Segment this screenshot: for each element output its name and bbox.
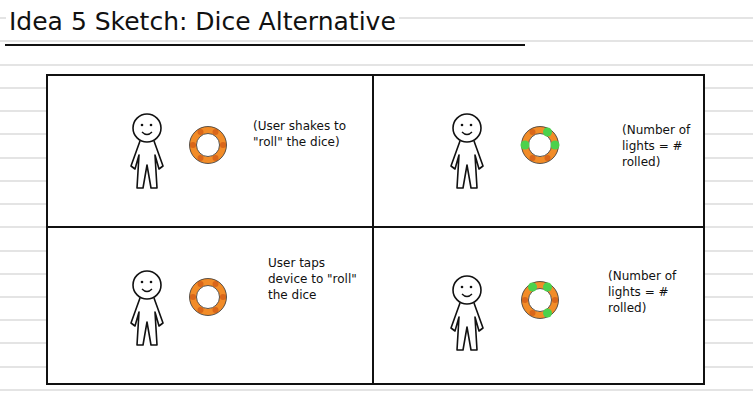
- lit-lights: [528, 283, 552, 318]
- storyboard-panel: (Number of lights = # rolled): [373, 227, 704, 384]
- sketch-title: Idea 5 Sketch: Dice Alternative: [6, 6, 399, 38]
- panel-note: User taps device to "roll" the dice: [268, 255, 360, 304]
- stick-figure: [131, 114, 163, 188]
- stick-figure: [131, 271, 163, 345]
- panel-note: (Number of lights = # rolled): [622, 122, 698, 171]
- dice-ring: [522, 282, 559, 319]
- storyboard-panel: (Number of lights = # rolled): [373, 75, 704, 227]
- stick-figure: [451, 114, 483, 188]
- lit-lights: [521, 128, 560, 150]
- stick-figure: [451, 276, 483, 350]
- storyboard-panel: User taps device to "roll" the dice: [47, 227, 373, 384]
- dice-ring: [190, 127, 227, 164]
- panel-note: (Number of lights = # rolled): [608, 268, 692, 317]
- grid-frame: [47, 75, 704, 384]
- grid-divider: [47, 226, 704, 228]
- dice-ring: [522, 127, 559, 164]
- dice-ring: [190, 279, 227, 316]
- grid-divider: [372, 75, 374, 384]
- ruled-lines: [0, 18, 753, 390]
- title-underline: [5, 44, 525, 46]
- panel-note: (User shakes to "roll" the dice): [253, 118, 353, 150]
- storyboard-panel: (User shakes to "roll" the dice): [47, 75, 373, 227]
